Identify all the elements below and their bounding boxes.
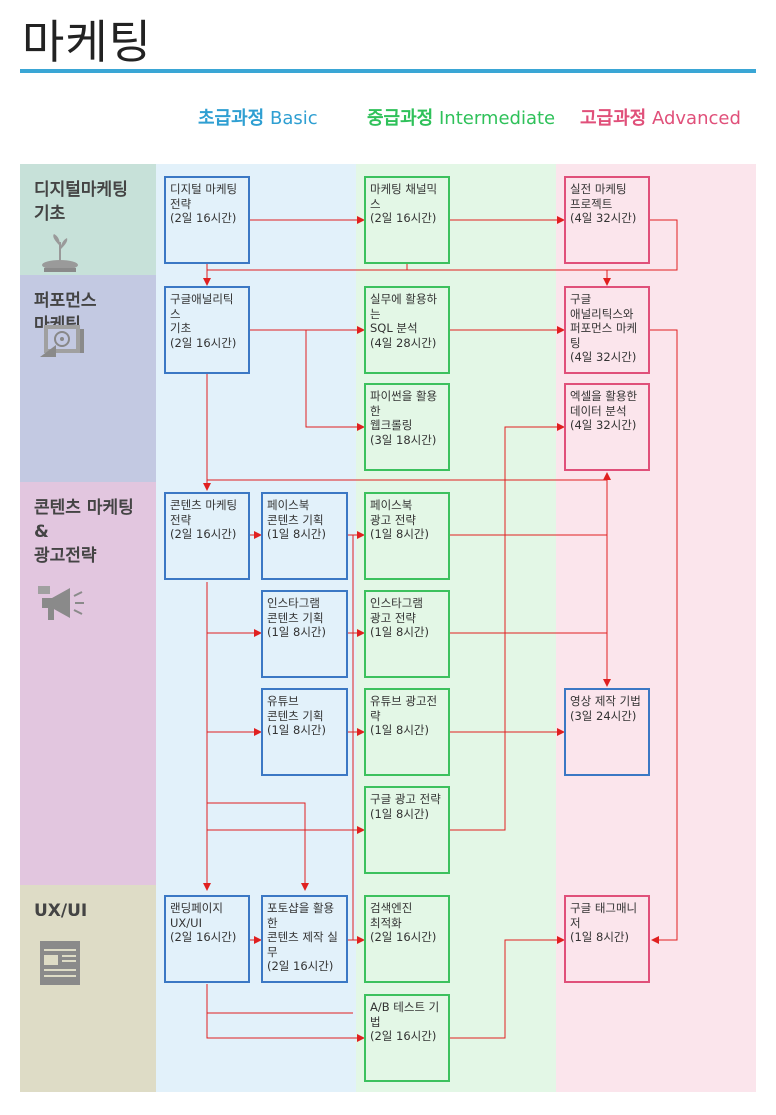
course-video-production[interactable]: 영상 제작 기법 (3일 24시간)	[564, 688, 650, 776]
row-digital-marketing: 디지털마케팅 기초	[20, 164, 156, 275]
level-intermediate-en: Intermediate	[438, 108, 556, 129]
course-landing-page[interactable]: 랜딩페이지 UX/UI (2일 16시간)	[164, 895, 250, 983]
row-ux-ui: UX/UI	[20, 885, 156, 1092]
page-title: 마케팅	[22, 15, 152, 69]
course-python-crawling[interactable]: 파이썬을 활용한 웹크롤링 (3일 18시간)	[364, 383, 450, 471]
megaphone-icon	[38, 586, 84, 620]
course-photoshop[interactable]: 포토샵을 활용한 콘텐츠 제작 실무 (2일 16시간)	[261, 895, 348, 983]
plant-hand-icon	[42, 234, 78, 272]
course-ab-test[interactable]: A/B 테스트 기법 (2일 16시간)	[364, 994, 450, 1082]
target-chart-icon	[40, 325, 84, 357]
course-facebook-content[interactable]: 페이스북 콘텐츠 기획 (1일 8시간)	[261, 492, 348, 580]
course-practical-project[interactable]: 실전 마케팅 프로젝트 (4일 32시간)	[564, 176, 650, 264]
course-dm-strategy[interactable]: 디지털 마케팅 전략 (2일 16시간)	[164, 176, 250, 264]
course-ga-performance[interactable]: 구글 애널리틱스와 퍼포먼스 마케팅 (4일 32시간)	[564, 286, 650, 374]
course-excel-data[interactable]: 엑셀을 활용한 데이터 분석 (4일 32시간)	[564, 383, 650, 471]
course-youtube-content[interactable]: 유튜브 콘텐츠 기획 (1일 8시간)	[261, 688, 348, 776]
course-google-ad[interactable]: 구글 광고 전략 (1일 8시간)	[364, 786, 450, 874]
row-label: UX/UI	[34, 901, 88, 921]
level-advanced-header: 고급과정 Advanced	[580, 104, 741, 130]
course-sql[interactable]: 실무에 활용하는 SQL 분석 (4일 28시간)	[364, 286, 450, 374]
level-intermediate-ko: 중급과정	[367, 108, 434, 129]
course-channel-mix[interactable]: 마케팅 채널믹스 (2일 16시간)	[364, 176, 450, 264]
title-underline	[20, 69, 756, 73]
level-advanced-en: Advanced	[651, 108, 741, 129]
course-youtube-ad[interactable]: 유튜브 광고전략 (1일 8시간)	[364, 688, 450, 776]
connector-lines	[203, 216, 678, 1042]
course-ga-basic[interactable]: 구글애널리틱스 기초 (2일 16시간)	[164, 286, 250, 374]
level-basic-en: Basic	[269, 108, 318, 129]
course-content-strategy[interactable]: 콘텐츠 마케팅 전략 (2일 16시간)	[164, 492, 250, 580]
course-facebook-ad[interactable]: 페이스북 광고 전략 (1일 8시간)	[364, 492, 450, 580]
course-instagram-ad[interactable]: 인스타그램 광고 전략 (1일 8시간)	[364, 590, 450, 678]
course-google-tag-manager[interactable]: 구글 태그매니저 (1일 8시간)	[564, 895, 650, 983]
level-basic-ko: 초급과정	[198, 108, 265, 129]
level-intermediate-header: 중급과정 Intermediate	[367, 104, 555, 130]
row-performance-marketing: 퍼포먼스 마케팅	[20, 275, 156, 482]
row-label: 디지털마케팅 기초	[34, 180, 128, 224]
row-label: 콘텐츠 마케팅 & 광고전략	[34, 498, 134, 566]
course-instagram-content[interactable]: 인스타그램 콘텐츠 기획 (1일 8시간)	[261, 590, 348, 678]
web-layout-icon	[40, 941, 80, 985]
level-basic-header: 초급과정 Basic	[198, 104, 318, 130]
row-content-marketing: 콘텐츠 마케팅 & 광고전략	[20, 482, 156, 885]
intermediate-column	[356, 164, 556, 1092]
level-advanced-ko: 고급과정	[580, 108, 647, 129]
course-seo[interactable]: 검색엔진 최적화 (2일 16시간)	[364, 895, 450, 983]
